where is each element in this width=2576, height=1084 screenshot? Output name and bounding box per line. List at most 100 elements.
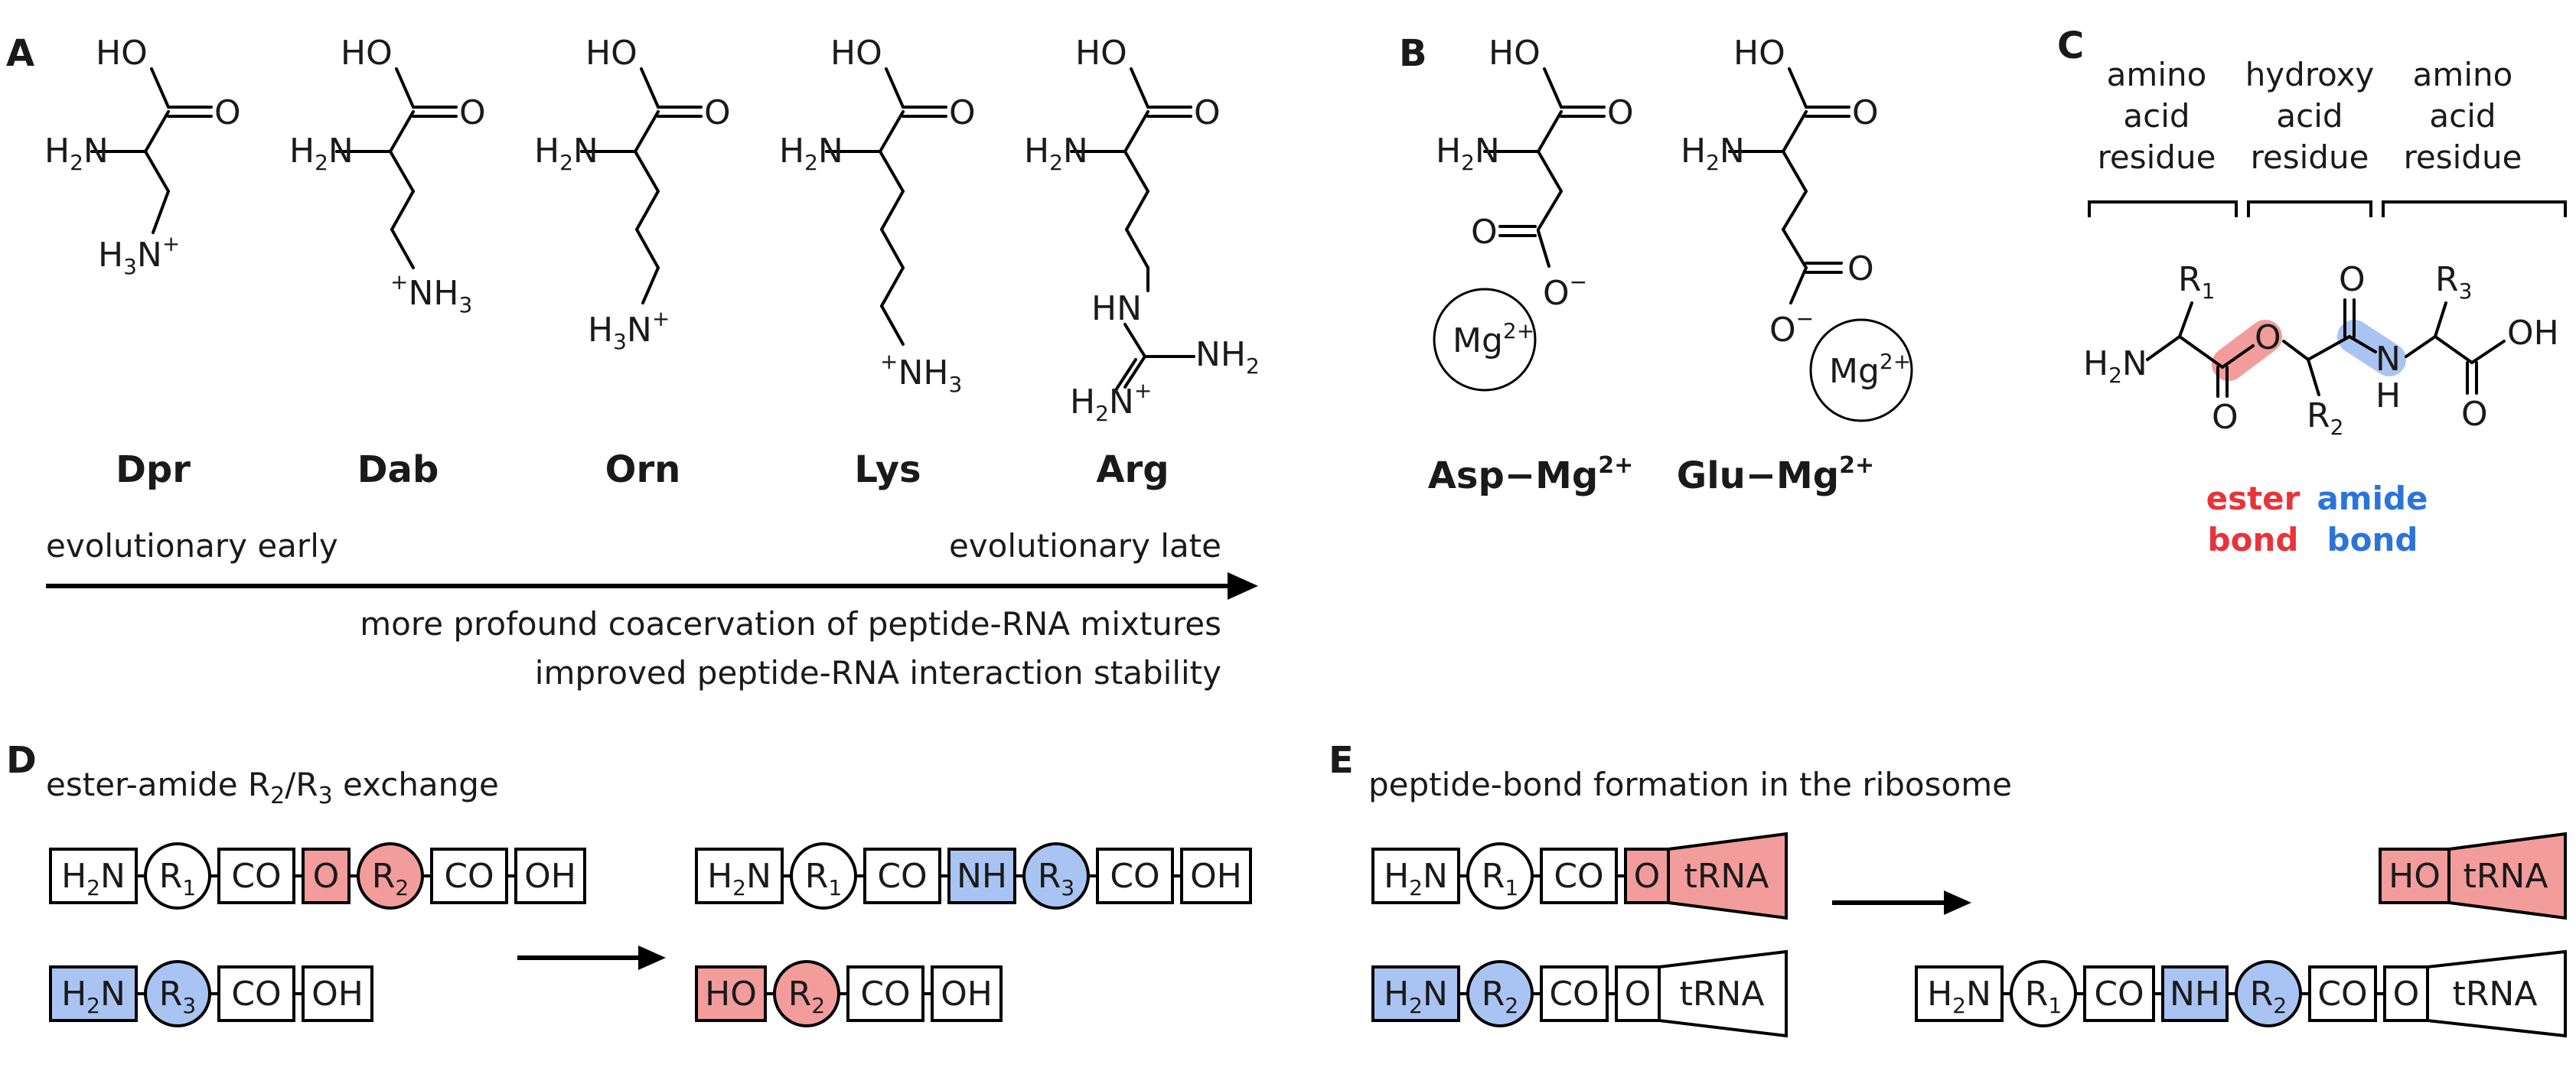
dab-nh3: +NH3: [390, 269, 472, 317]
panel-label-a: A: [6, 32, 34, 75]
d2-co: CO: [231, 975, 281, 1014]
d1-oh-block: [514, 848, 586, 904]
orn-h3n: H3N+: [588, 306, 670, 354]
orn-ho: HO: [585, 34, 637, 73]
d3-co-block: [863, 848, 941, 904]
e2-trna: tRNA: [1680, 975, 1765, 1014]
structure-orn: HO O H2N H3N+: [534, 34, 731, 354]
name-lys: Lys: [854, 448, 921, 491]
col1-line3: residue: [2098, 138, 2216, 176]
e4-o-block: [2383, 965, 2429, 1022]
asp-h2n: H2N: [1436, 132, 1500, 175]
c-ester-o: O: [2255, 318, 2281, 357]
panel-label-e: E: [1329, 739, 1354, 782]
d4-co: CO: [860, 975, 910, 1014]
col2-line1: hydroxy: [2245, 56, 2375, 93]
structure-asp: HO O H2N O O− Mg2+: [1433, 34, 1634, 392]
panel-label-d: D: [6, 739, 37, 782]
name-orn: Orn: [605, 448, 681, 491]
d4-ho-block: [695, 965, 767, 1022]
d2-oh: OH: [311, 975, 364, 1014]
chain-d2: H2N R3 CO OH: [49, 960, 373, 1027]
asp-mg: Mg2+: [1453, 318, 1534, 360]
d1-r2: R2: [372, 857, 409, 900]
chain-d1: H2N R1 CO O R2 CO OH: [49, 842, 586, 910]
d2-h2n-block: [49, 965, 138, 1022]
arg-h2n: H2N: [1024, 132, 1088, 175]
e3-trna-shape: [2447, 832, 2567, 920]
d1-h2n: H2N: [61, 857, 126, 900]
lys-h2n: H2N: [779, 132, 843, 175]
glu-ho: HO: [1733, 34, 1785, 73]
e4-h2n: H2N: [1927, 975, 1991, 1018]
panel-label-c: C: [2057, 24, 2084, 67]
e1-co-block: [1540, 848, 1618, 904]
e4-co: CO: [2094, 975, 2144, 1014]
asp-ominus: O−: [1543, 269, 1587, 313]
e3-ho: HO: [2389, 857, 2441, 896]
d-arrow-head: [638, 946, 666, 970]
asp-mg-circle: [1433, 288, 1537, 392]
d4-oh-block: [931, 965, 1003, 1022]
d2-co-block: [217, 965, 295, 1022]
e2-h2n: H2N: [1384, 975, 1448, 1018]
arg-hn: HN: [1091, 289, 1142, 328]
d3-oh-block: [1180, 848, 1252, 904]
e3-trna: tRNA: [2464, 857, 2548, 896]
e4-co2: CO: [2317, 975, 2367, 1014]
e1-h2n: H2N: [1384, 857, 1448, 900]
structure-dpr: HO O H2N H3N+: [44, 34, 241, 279]
orn-o: O: [704, 93, 731, 132]
orn-h2n: H2N: [534, 132, 598, 175]
e-arrow-head: [1944, 890, 1971, 915]
chain-e3: HO tRNA: [2379, 832, 2567, 920]
panel-d-title: ester-amide R2/R3 exchange: [46, 766, 499, 809]
d2-oh-block: [302, 965, 373, 1022]
name-arg: Arg: [1096, 448, 1169, 491]
c-o-carbonyl2: O: [2339, 260, 2366, 299]
d3-h2n: H2N: [707, 857, 771, 900]
dpr-h3n: H3N+: [98, 231, 180, 279]
d1-o-block: [302, 848, 351, 904]
c-h2n: H2N: [2083, 344, 2147, 388]
d1-co2-block: [430, 848, 508, 904]
e4-o: O: [2393, 975, 2420, 1014]
d4-r2: R2: [788, 975, 825, 1018]
name-glu-mg: Glu−Mg2+: [1677, 452, 1874, 497]
evolutionary-late: evolutionary late: [949, 527, 1221, 565]
e2-o: O: [1625, 975, 1652, 1014]
amide-bond-label-2: bond: [2327, 521, 2418, 558]
d2-r3: R3: [159, 975, 196, 1018]
evolutionary-early: evolutionary early: [46, 527, 338, 565]
e1-h2n-block: [1371, 848, 1460, 904]
e1-r1: R1: [1482, 857, 1518, 900]
chain-d4: HO R2 CO OH: [695, 960, 1003, 1027]
e4-co-block: [2083, 965, 2155, 1022]
col2-line2: acid: [2276, 97, 2343, 135]
c-o-carbonyl3: O: [2461, 395, 2488, 434]
e4-trna: tRNA: [2453, 975, 2538, 1014]
d3-co2: CO: [1110, 857, 1159, 896]
d3-oh: OH: [1190, 857, 1242, 896]
dab-ho: HO: [341, 34, 393, 73]
structure-arg: HO O H2N HN NH2 H2N+: [1024, 34, 1260, 426]
d4-co-block: [846, 965, 924, 1022]
chain-e4: H2N R1 CO NH R2 CO O tRNA: [1915, 949, 2567, 1038]
glu-h2n: H2N: [1681, 132, 1745, 175]
chain-e2: H2N R2 CO O tRNA: [1371, 949, 1788, 1038]
e4-co2-block: [2308, 965, 2377, 1022]
name-dab: Dab: [357, 448, 439, 491]
c-r1: R1: [2178, 260, 2215, 304]
e1-o: O: [1634, 857, 1661, 896]
d3-r3: R3: [1038, 857, 1074, 900]
col3-line1: amino: [2413, 56, 2513, 93]
d3-nh: NH: [957, 857, 1007, 896]
arg-h2n-plus: H2N+: [1070, 378, 1152, 426]
e4-r1: R1: [2025, 975, 2062, 1018]
e1-co: CO: [1554, 857, 1603, 896]
e1-trna-shape: [1667, 832, 1788, 920]
e2-co: CO: [1549, 975, 1599, 1014]
glu-o: O: [1852, 93, 1879, 132]
d3-co: CO: [877, 857, 927, 896]
structure-dab: HO O H2N +NH3: [289, 34, 486, 317]
